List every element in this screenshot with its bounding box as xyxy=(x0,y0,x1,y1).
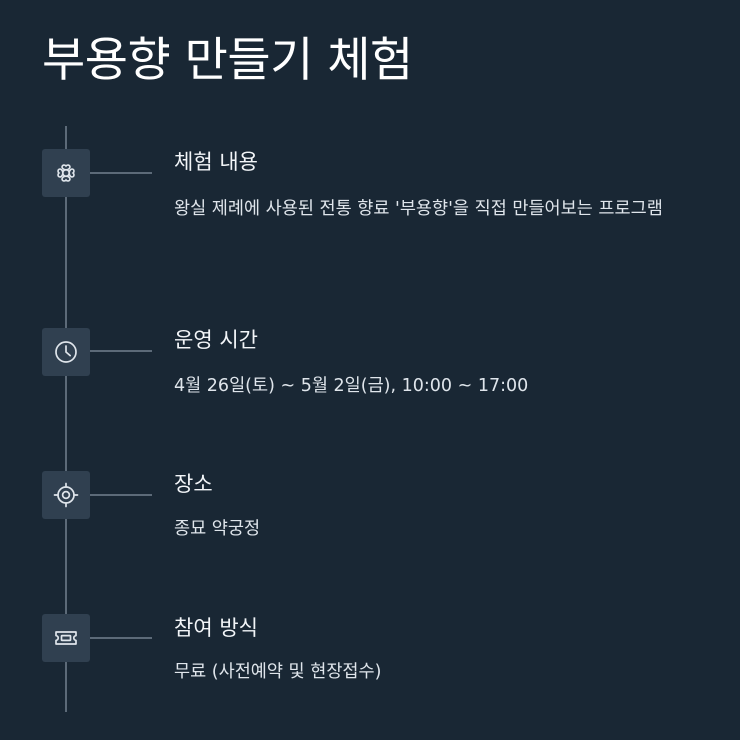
ticket-icon xyxy=(55,631,77,645)
timeline-connector xyxy=(90,637,152,639)
item-description: 4월 26일(토) ~ 5월 2일(금), 10:00 ~ 17:00 xyxy=(174,376,529,396)
item-description: 왕실 제례에 사용된 전통 향료 '부용향'을 직접 만들어보는 프로그램 xyxy=(174,199,663,219)
flower-icon xyxy=(57,164,75,182)
timeline-line xyxy=(65,126,67,712)
item-heading: 체험 내용 xyxy=(174,150,258,174)
item-heading: 장소 xyxy=(174,472,213,496)
item-description: 무료 (사전예약 및 현장접수) xyxy=(174,662,382,682)
item-heading: 운영 시간 xyxy=(174,328,258,352)
clock-icon xyxy=(55,341,77,363)
timeline-connector xyxy=(90,494,152,496)
item-description: 종묘 약궁정 xyxy=(174,519,261,539)
timeline-icon-box xyxy=(42,614,90,662)
timeline-connector xyxy=(90,350,152,352)
target-icon xyxy=(53,482,79,508)
item-heading: 참여 방식 xyxy=(174,616,258,640)
timeline-icon-box xyxy=(42,149,90,197)
timeline-icon-box xyxy=(42,471,90,519)
timeline-icon-box xyxy=(42,328,90,376)
timeline-connector xyxy=(90,172,152,174)
page-title: 부용향 만들기 체험 xyxy=(42,33,413,88)
